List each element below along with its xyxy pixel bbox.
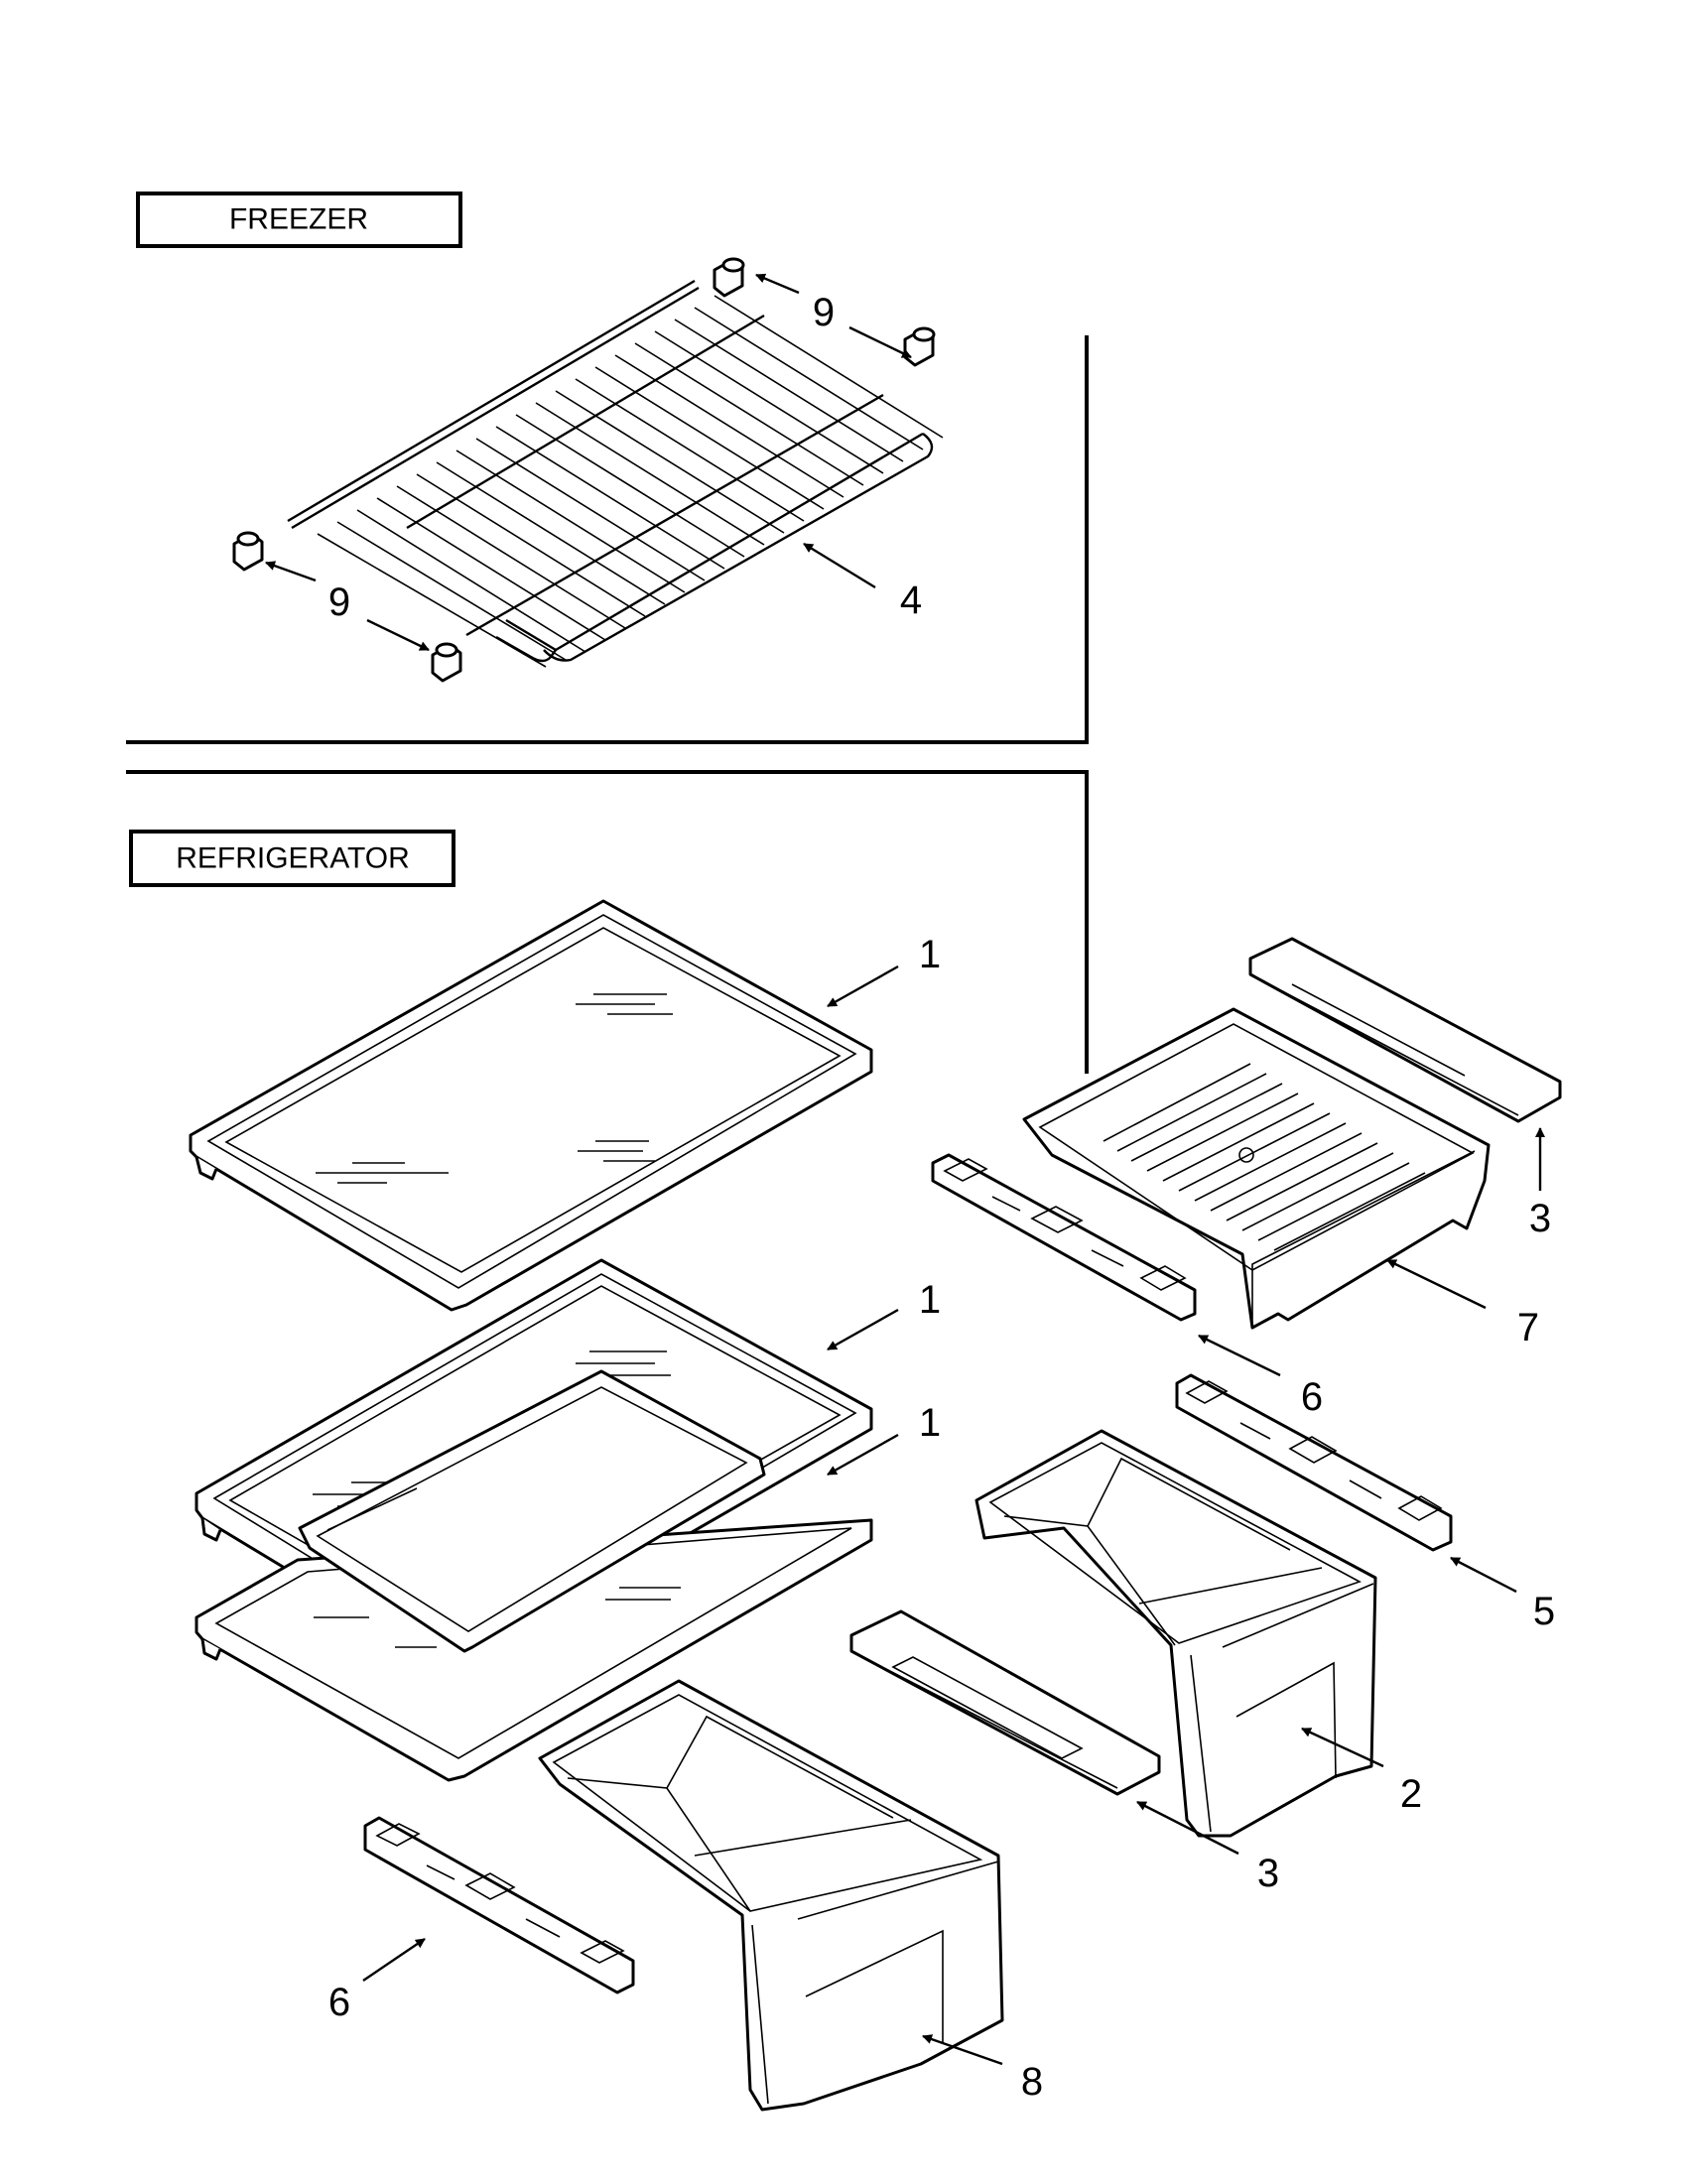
glass-shelf-panel [298, 1369, 766, 1653]
callout-6-lower: 6 [328, 1938, 426, 2024]
callout-3-top: 3 [1529, 1127, 1551, 1240]
callout-7: 7 [1386, 1258, 1539, 1349]
shelf-end-cap-top-right [903, 326, 936, 367]
svg-text:9: 9 [813, 291, 835, 334]
shelf-end-cap-bottom-right [431, 642, 462, 683]
section-divider [126, 335, 1089, 1074]
crisper-drawer-right [974, 1429, 1377, 1838]
svg-text:8: 8 [1021, 2060, 1043, 2104]
svg-text:5: 5 [1533, 1590, 1555, 1633]
svg-text:6: 6 [1301, 1375, 1323, 1419]
svg-text:6: 6 [328, 1981, 350, 2024]
callout-1-bottom: 1 [827, 1401, 941, 1477]
callout-5: 5 [1450, 1556, 1555, 1633]
callout-3-bottom: 3 [1136, 1800, 1279, 1895]
glass-shelf-top [189, 899, 873, 1312]
svg-text:FREEZER: FREEZER [229, 203, 368, 236]
refrigerator-label: REFRIGERATOR [129, 830, 455, 887]
deli-drawer-cover [1248, 937, 1562, 1123]
slide-rail-lower [363, 1816, 635, 1994]
slide-rail-upper [931, 1153, 1197, 1322]
svg-text:1: 1 [919, 1401, 941, 1445]
svg-text:3: 3 [1529, 1197, 1551, 1240]
callout-4: 4 [803, 542, 922, 622]
svg-text:1: 1 [919, 933, 941, 976]
svg-text:3: 3 [1257, 1852, 1279, 1895]
callout-8: 8 [922, 2034, 1043, 2104]
svg-text:1: 1 [919, 1278, 941, 1322]
callout-1-middle: 1 [827, 1278, 941, 1351]
callout-9-top: 9 [755, 273, 912, 359]
shelf-end-cap-top-left [713, 257, 745, 298]
callout-1-top: 1 [827, 933, 941, 1008]
svg-text:7: 7 [1517, 1306, 1539, 1349]
svg-text:REFRIGERATOR: REFRIGERATOR [176, 842, 410, 875]
slide-rail-right [1175, 1373, 1453, 1552]
freezer-label: FREEZER [136, 192, 462, 248]
callout-2: 2 [1301, 1727, 1422, 1816]
callout-9-bottom: 9 [265, 561, 430, 652]
svg-text:4: 4 [900, 578, 922, 622]
freezer-wire-shelf [287, 279, 944, 668]
svg-text:9: 9 [328, 580, 350, 624]
callout-6-upper: 6 [1198, 1334, 1323, 1419]
crisper-drawer-left [538, 1679, 1004, 2112]
crisper-cover [849, 1609, 1161, 1796]
shelf-end-cap-bottom-left [232, 531, 264, 572]
svg-text:2: 2 [1400, 1772, 1422, 1816]
deli-drawer [1022, 1007, 1491, 1330]
